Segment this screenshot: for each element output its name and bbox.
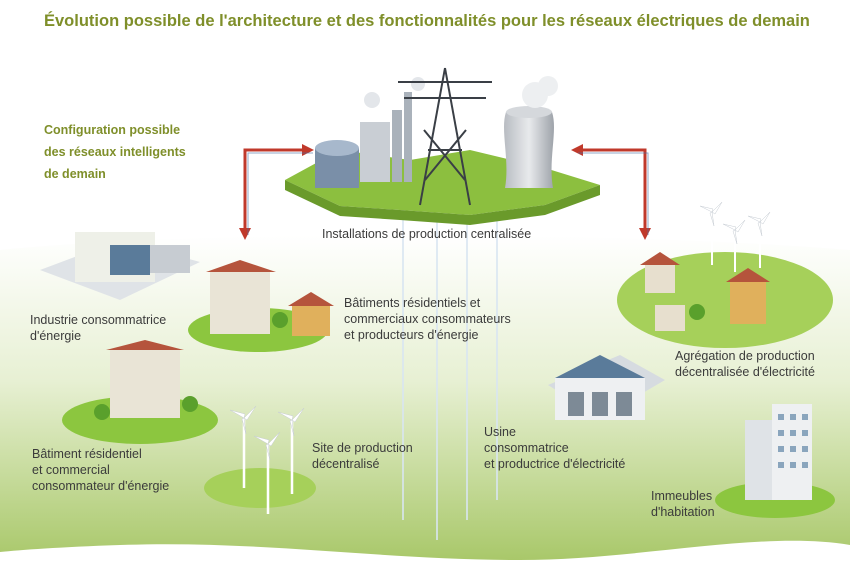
wind-site (204, 405, 316, 514)
diagram-title: Évolution possible de l'architecture et … (44, 12, 810, 30)
central-production-group (285, 67, 600, 225)
residential-producers-building (188, 260, 334, 352)
diagram-subtitle: Configuration possible des réseaux intel… (44, 123, 186, 181)
label-residential-producers: Bâtiments résidentiels et commerciaux co… (344, 296, 511, 342)
label-central-production: Installations de production centralisée (322, 227, 532, 241)
label-industry: Industrie consommatrice d'énergie (30, 313, 167, 343)
industry-building (40, 232, 200, 300)
label-factory: Usine consommatrice et productrice d'éle… (484, 425, 626, 471)
label-aggregation: Agrégation de production décentralisée d… (675, 349, 815, 379)
residential-consumer-building (62, 340, 218, 444)
factory-building (548, 355, 665, 420)
arrow-right (575, 148, 647, 232)
transmission-lines (402, 200, 498, 540)
label-residential-consumer: Bâtiment résidentiel et commercial conso… (32, 447, 170, 493)
aggregation-area (617, 201, 833, 348)
apartment-buildings (715, 404, 835, 518)
label-apartments: Immeubles d'habitation (651, 489, 715, 519)
arrow-left (243, 148, 310, 232)
label-wind-site: Site de production décentralisé (312, 441, 413, 471)
